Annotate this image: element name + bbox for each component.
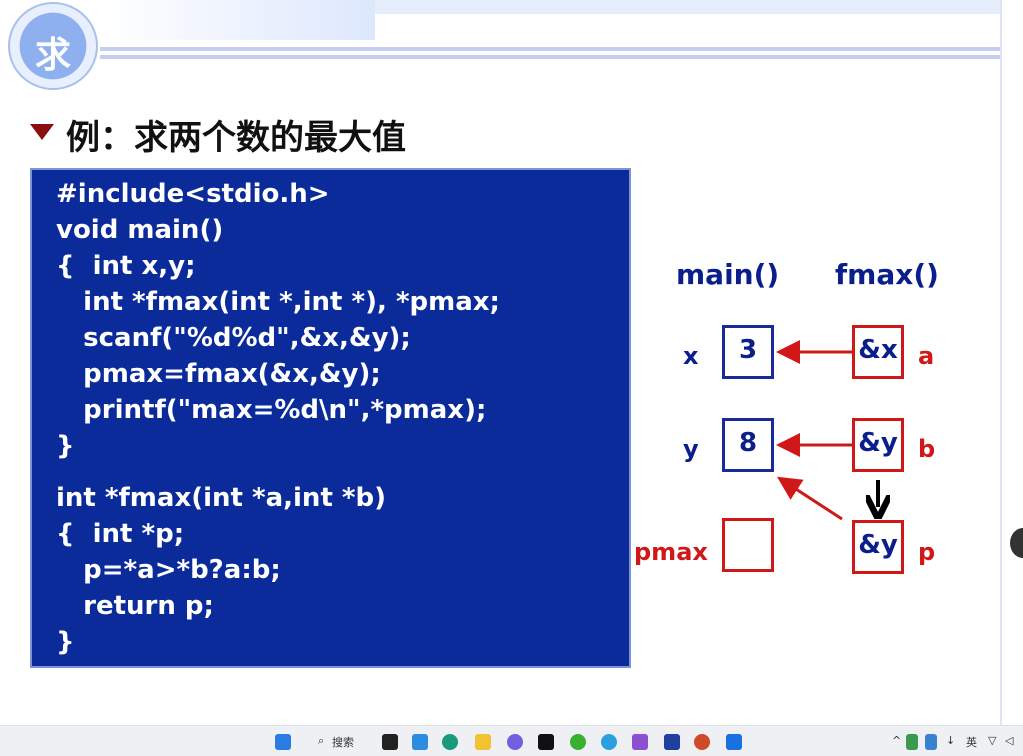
ie-green-icon[interactable] <box>570 734 586 750</box>
header-rule <box>100 47 1000 51</box>
code-block: #include<stdio.h> void main() { int x,y;… <box>30 168 631 668</box>
p-box: &y <box>852 520 904 574</box>
code-line: } <box>56 627 75 657</box>
task-view-icon[interactable] <box>382 734 398 750</box>
start-icon[interactable] <box>275 734 291 750</box>
browser-icon[interactable] <box>601 734 617 750</box>
security-icon[interactable] <box>906 734 918 750</box>
tray-caret[interactable]: ^ <box>892 734 902 747</box>
x-label: x <box>683 342 699 370</box>
mail-icon[interactable] <box>412 734 428 750</box>
volume-icon[interactable]: ◁ <box>1005 734 1014 747</box>
microphone-icon[interactable]: ↓ <box>946 734 956 747</box>
a-label: a <box>918 342 935 370</box>
logo-glyph: 求 <box>34 35 71 76</box>
bullet-arrow-icon <box>30 124 54 140</box>
header-rule <box>100 55 1000 59</box>
p-label: p <box>918 538 936 566</box>
b-label: b <box>918 435 936 463</box>
pmax-label: pmax <box>634 538 708 566</box>
diagram-arrows <box>776 340 1023 521</box>
a-box: &x <box>852 325 904 379</box>
code-line: scanf("%d%d",&x,&y); <box>56 323 411 353</box>
side-panel-handle[interactable] <box>1010 528 1023 558</box>
code-line: p=*a>*b?a:b; <box>56 555 281 585</box>
code-line: } <box>56 431 75 461</box>
sync-icon[interactable] <box>925 734 937 750</box>
terminal-icon[interactable] <box>538 734 554 750</box>
fmax-header: fmax() <box>835 258 939 291</box>
b-box: &y <box>852 418 904 472</box>
code-line: return p; <box>56 591 214 621</box>
file-explorer-icon[interactable] <box>475 734 491 750</box>
header-band <box>375 0 1000 14</box>
code-line: #include<stdio.h> <box>56 179 330 209</box>
y-box: 8 <box>722 418 774 472</box>
x-box: 3 <box>722 325 774 379</box>
p-to-y-arrow <box>776 476 843 521</box>
code-line: void main() <box>56 215 224 245</box>
main-header: main() <box>676 258 780 291</box>
search-icon[interactable]: ⌕ <box>318 734 325 747</box>
visual-studio-icon[interactable] <box>632 734 648 750</box>
university-logo: 求 <box>8 2 98 90</box>
code-line: printf("max=%d\n",*pmax); <box>56 395 487 425</box>
taskbar: ⌕ 搜索 ^ ↓ 英 ▽ ◁ <box>0 725 1023 756</box>
app-icon[interactable] <box>664 734 680 750</box>
edge-icon[interactable] <box>442 734 458 750</box>
code-line: int *fmax(int *,int *), *pmax; <box>56 287 500 317</box>
code-line: int *fmax(int *a,int *b) <box>56 483 387 513</box>
slide-title: 例：求两个数的最大值 <box>66 118 406 158</box>
wifi-icon[interactable]: ▽ <box>988 734 997 747</box>
powerpoint-icon[interactable] <box>694 734 710 750</box>
ime-indicator[interactable]: 英 <box>966 736 977 749</box>
pmax-box <box>722 518 774 572</box>
code-line: { int x,y; <box>56 251 196 281</box>
code-line: { int *p; <box>56 519 185 549</box>
copilot-icon[interactable] <box>507 734 523 750</box>
slide-edge <box>1000 0 1002 725</box>
meeting-app-icon[interactable] <box>726 734 742 750</box>
y-label: y <box>683 435 699 463</box>
search-box[interactable]: 搜索 <box>332 736 354 749</box>
code-line: pmax=fmax(&x,&y); <box>56 359 381 389</box>
header-fade <box>100 0 375 40</box>
